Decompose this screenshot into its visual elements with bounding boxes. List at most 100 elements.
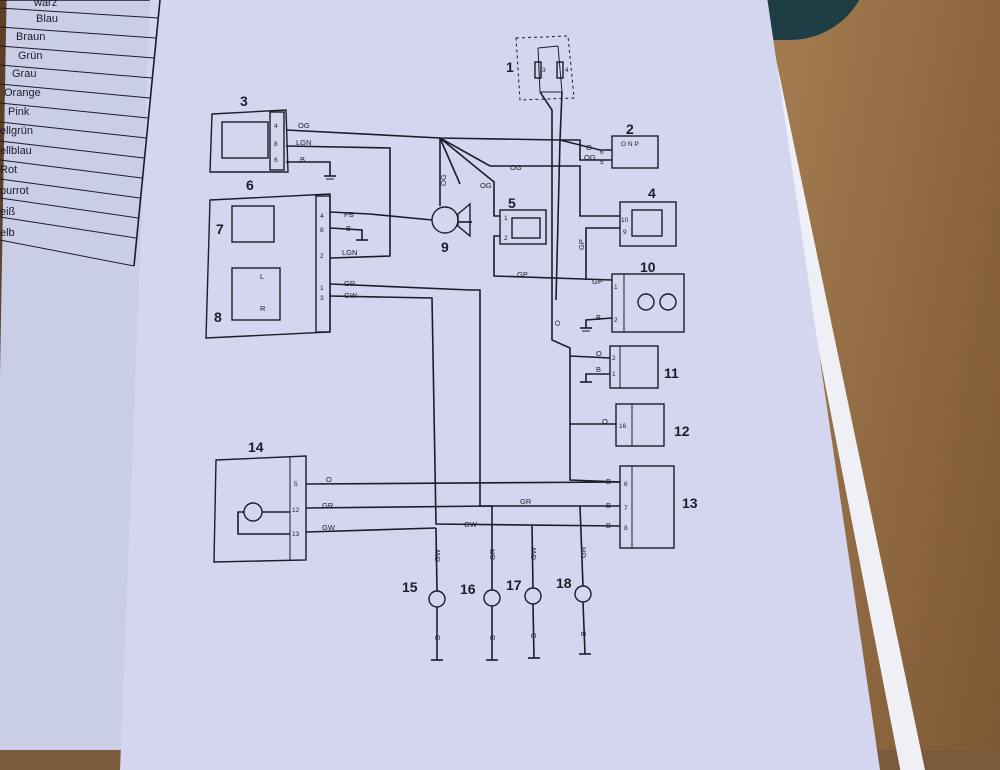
legend-item: Blau — [36, 13, 58, 25]
horn: 9 OG — [431, 174, 471, 255]
pin-label: 2 — [320, 253, 324, 260]
pin-label: 1 — [320, 285, 324, 292]
legend-item: elb — [0, 227, 15, 239]
wire-label: GP — [517, 270, 528, 279]
wire-label: GW — [529, 546, 538, 560]
wire-label: GR — [520, 497, 532, 506]
lamp-group: 15 16 17 18 GW GR GW GR B B B B — [402, 546, 592, 640]
legend-item: Grün — [18, 50, 42, 62]
component-4-label: 4 — [648, 185, 656, 201]
pin-label: 4 — [565, 67, 569, 74]
pin-label: 12 — [292, 507, 300, 514]
component-6-label: 6 — [246, 177, 254, 193]
wire-label: O — [326, 475, 332, 484]
switch-positions: O N P — [621, 141, 639, 148]
component-14-label: 14 — [248, 439, 264, 455]
wire-label: GR — [344, 279, 356, 288]
pin-label: 2 — [612, 355, 616, 362]
wires — [237, 91, 621, 661]
wire-label: B — [596, 313, 601, 322]
component-12-label: 12 — [674, 423, 690, 439]
legend-item: warz — [33, 0, 57, 9]
lamp-16-icon — [483, 589, 501, 607]
component-2-label: 2 — [626, 121, 634, 137]
pin-label: 8 — [320, 227, 324, 234]
pin-label: 6 — [600, 149, 604, 156]
legend-item: Braun — [16, 31, 45, 43]
legend-item: Rot — [0, 164, 17, 176]
component-3-relay: 3 4 8 6 OG LGN B — [209, 93, 311, 173]
component-14-indicator: 14 5 12 13 O GR GW GR GW — [213, 439, 532, 563]
wire-label: OG — [480, 181, 492, 190]
pin-label: 1 — [614, 284, 618, 291]
pin-label: 3 — [320, 295, 324, 302]
lamp-18-icon — [574, 585, 592, 603]
lamp-15-icon — [428, 590, 446, 608]
wire-label: OG — [298, 121, 310, 130]
wire-label: B — [596, 365, 601, 374]
pin-label: 13 — [292, 531, 300, 538]
component-15-label: 15 — [402, 579, 418, 595]
component-1-label: 1 — [506, 59, 514, 75]
wiring-diagram: warz Blau Braun Grün Grau Orange Pink el… — [0, 0, 698, 661]
wire-label: O — [553, 320, 562, 326]
component-5-relay: 5 1 2 OG — [480, 181, 547, 245]
component-10-label: 10 — [640, 259, 656, 275]
legend-item: Orange — [4, 87, 41, 99]
component-7-label: 7 — [216, 221, 224, 237]
legend-item: ellblau — [0, 145, 32, 157]
wire-label: OG — [584, 153, 596, 162]
component-2-switch: 2 O N P 6 5 O OG — [584, 121, 659, 169]
legend-item: ellgrün — [0, 125, 33, 137]
wire-label: GW — [433, 548, 442, 562]
wire-label: LGN — [296, 138, 311, 147]
component-13-label: 13 — [682, 495, 698, 511]
legend-item: purrot — [0, 185, 29, 197]
wire-label: OG — [510, 163, 522, 172]
lamp-17-icon — [524, 587, 542, 605]
component-17-label: 17 — [506, 577, 522, 593]
wire-label: GP — [592, 277, 603, 286]
component-11-label: 11 — [664, 365, 679, 381]
pin-label: 1 — [612, 371, 616, 378]
component-5-label: 5 — [508, 195, 516, 211]
pin-label: 7 — [624, 505, 628, 512]
component-11: 11 2 1 O B — [596, 345, 679, 389]
component-13: 13 6 7 8 B B B — [606, 465, 698, 549]
fuse-box: 3 4 1 — [506, 35, 575, 101]
pin-label: 2 — [614, 317, 618, 324]
wire-label: GW — [344, 291, 358, 300]
wire-label: GR — [322, 501, 334, 510]
pin-label: 5 — [294, 481, 298, 488]
wire-label: O — [596, 349, 602, 358]
component-4-relay: 4 10 9 OG GP — [510, 163, 677, 250]
pin-label: 16 — [619, 423, 627, 430]
legend-item: Pink — [8, 106, 30, 118]
pin-label: 8 — [274, 141, 278, 148]
component-18-label: 18 — [556, 575, 572, 591]
wire-label: GW — [322, 523, 336, 532]
pin-label: 3 — [542, 67, 546, 74]
color-legend-table: warz Blau Braun Grün Grau Orange Pink el… — [0, 0, 161, 267]
component-8-label: 8 — [214, 309, 222, 325]
pin-label: 6 — [624, 481, 628, 488]
manual-page — [120, 0, 880, 770]
switch-left-label: L — [260, 272, 264, 281]
wire-label: PB — [344, 210, 354, 219]
pin-label: 2 — [504, 235, 508, 242]
wire-label: GP — [577, 239, 586, 250]
pin-label: 4 — [274, 123, 278, 130]
pin-label: 6 — [274, 157, 278, 164]
wire-label: OG — [439, 174, 448, 186]
pin-label: 4 — [320, 213, 324, 220]
component-10-lamp-unit: 10 1 2 GP GP B O — [517, 259, 685, 333]
wire-label: LGN — [342, 248, 357, 257]
component-3-label: 3 — [240, 93, 248, 109]
switch-right-label: R — [260, 304, 266, 313]
wire-label: O — [602, 417, 608, 426]
pin-label: 10 — [621, 217, 629, 224]
pin-label: 5 — [600, 159, 604, 166]
wire-label: B — [300, 155, 305, 164]
legend-item: eiß — [0, 206, 16, 218]
pin-label: 8 — [624, 525, 628, 532]
